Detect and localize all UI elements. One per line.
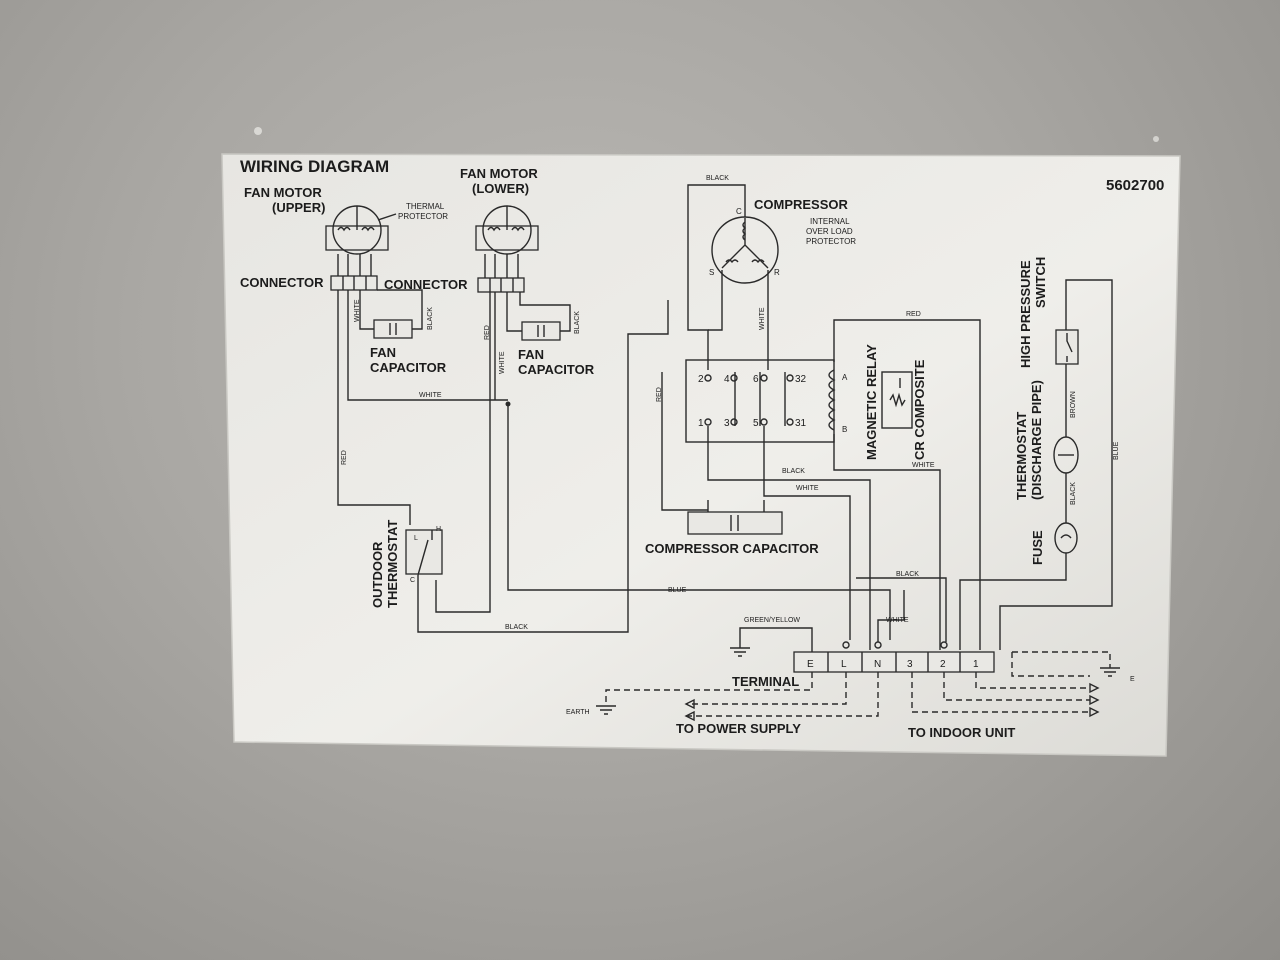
wire-label-brown: BROWN — [1070, 391, 1077, 418]
compressor-pin-r: R — [774, 268, 780, 277]
wire-label-black: BLACK — [427, 307, 434, 330]
fuse-label: FUSE — [1030, 530, 1045, 565]
compressor-pin-c: C — [736, 207, 742, 216]
screw-dot — [1153, 136, 1159, 142]
external-earth-label: E — [1130, 676, 1135, 683]
outdoor-thermostat-symbol — [405, 529, 443, 576]
connector-right-label: CONNECTOR — [384, 277, 468, 292]
relay-contact-31: 31 — [795, 418, 807, 429]
diagram-title: WIRING DIAGRAM — [240, 157, 389, 176]
wire-label-red: RED — [484, 325, 491, 340]
fan-capacitor-right-label-2: CAPACITOR — [518, 362, 595, 377]
terminal-pin-l: L — [841, 659, 847, 670]
relay-contact-2: 2 — [698, 374, 704, 385]
outdoor-thermostat-label-2: THERMOSTAT — [385, 520, 400, 608]
compressor-label: COMPRESSOR — [754, 197, 849, 212]
compressor-capacitor-label: COMPRESSOR CAPACITOR — [645, 541, 819, 556]
wire-label-white: WHITE — [419, 392, 442, 399]
terminal-pin-1: 1 — [973, 659, 979, 670]
fan-motor-lower-label: FAN MOTOR — [460, 166, 538, 181]
relay-pin-b: B — [842, 425, 847, 434]
fan-capacitor-right-label-1: FAN — [518, 347, 544, 362]
terminal-pin-2: 2 — [940, 659, 946, 670]
part-number: 5602700 — [1106, 177, 1164, 194]
internal-overload-label-3: PROTECTOR — [806, 237, 856, 246]
thermostat-pin-h: H — [436, 526, 441, 533]
relay-coil-symbol — [828, 369, 836, 431]
cr-composite-label: CR COMPOSITE — [912, 359, 927, 460]
wire-label-black: BLACK — [896, 571, 919, 578]
high-pressure-switch-label-1: HIGH PRESSURE — [1018, 260, 1033, 368]
cr-composite-symbol — [881, 371, 913, 429]
wire-label-black: BLACK — [782, 468, 805, 475]
wire-label-red: RED — [341, 450, 348, 465]
screw-dot — [254, 127, 262, 135]
fan-capacitor-left-label-1: FAN — [370, 345, 396, 360]
fan-motor-lower-symbol — [475, 205, 539, 255]
relay-contact-3: 3 — [724, 418, 730, 429]
relay-contact-6: 6 — [753, 374, 759, 385]
thermostat-pin-c: C — [410, 577, 415, 584]
fan-capacitor-left-label-2: CAPACITOR — [370, 360, 447, 375]
terminal-block — [793, 641, 995, 673]
terminal-pin-e: E — [807, 659, 814, 670]
wire-label-black: BLACK — [505, 624, 528, 631]
wire-label-blue: BLUE — [1113, 441, 1120, 460]
connector-left-label: CONNECTOR — [240, 275, 324, 290]
thermostat-pin-l: L — [414, 535, 418, 542]
to-indoor-unit-label: TO INDOOR UNIT — [908, 725, 1015, 740]
wire-label-white: WHITE — [499, 351, 506, 374]
wire-label-black: BLACK — [1070, 482, 1077, 505]
fan-capacitor-upper-symbol — [359, 289, 423, 339]
magnetic-relay-contacts — [685, 359, 835, 443]
earth-label: EARTH — [566, 709, 590, 716]
terminal-label: TERMINAL — [732, 674, 799, 689]
wire-label-red: RED — [656, 387, 663, 402]
wire-label-red: RED — [906, 311, 921, 318]
compressor-pin-s: S — [709, 268, 714, 277]
thermal-protector-label-2: PROTECTOR — [398, 212, 448, 221]
wire-label-white: WHITE — [886, 617, 909, 624]
wire-label-black: BLACK — [574, 311, 581, 334]
wire-label-blue: BLUE — [668, 587, 687, 594]
relay-contact-1: 1 — [698, 418, 704, 429]
terminal-pin-n: N — [874, 659, 881, 670]
wire-label-green-yellow: GREEN/YELLOW — [744, 617, 800, 624]
wire-label-white: WHITE — [354, 299, 361, 322]
relay-contact-4: 4 — [724, 374, 730, 385]
connector-lower — [477, 254, 525, 293]
wire-label-black: BLACK — [706, 175, 729, 182]
fan-motor-upper-sublabel: (UPPER) — [272, 200, 325, 215]
internal-overload-label-1: INTERNAL — [810, 217, 850, 226]
relay-pin-a: A — [842, 373, 848, 382]
fan-motor-upper-symbol — [325, 205, 389, 255]
connector-upper — [330, 254, 378, 291]
internal-overload-label-2: OVER LOAD — [806, 227, 853, 236]
outdoor-thermostat-label-1: OUTDOOR — [370, 541, 385, 608]
high-pressure-switch-symbol — [1055, 329, 1079, 365]
fan-motor-lower-sublabel: (LOWER) — [472, 181, 529, 196]
wire-label-white: WHITE — [759, 307, 766, 330]
thermostat-discharge-label-2: (DISCHARGE PIPE) — [1029, 380, 1044, 500]
fan-capacitor-lower-symbol — [506, 292, 571, 341]
wire-label-white: WHITE — [796, 485, 819, 492]
to-power-supply-label: TO POWER SUPPLY — [676, 721, 801, 736]
relay-contact-5: 5 — [753, 418, 759, 429]
terminal-pin-3: 3 — [907, 659, 913, 670]
thermostat-discharge-label-1: THERMOSTAT — [1014, 412, 1029, 500]
relay-contact-32: 32 — [795, 374, 807, 385]
compressor-capacitor-symbol — [687, 500, 783, 535]
magnetic-relay-label: MAGNETIC RELAY — [864, 344, 879, 460]
fan-motor-upper-label: FAN MOTOR — [244, 185, 322, 200]
high-pressure-switch-label-2: SWITCH — [1033, 257, 1048, 308]
thermal-protector-label-1: THERMAL — [406, 202, 445, 211]
wire-label-white: WHITE — [912, 462, 935, 469]
